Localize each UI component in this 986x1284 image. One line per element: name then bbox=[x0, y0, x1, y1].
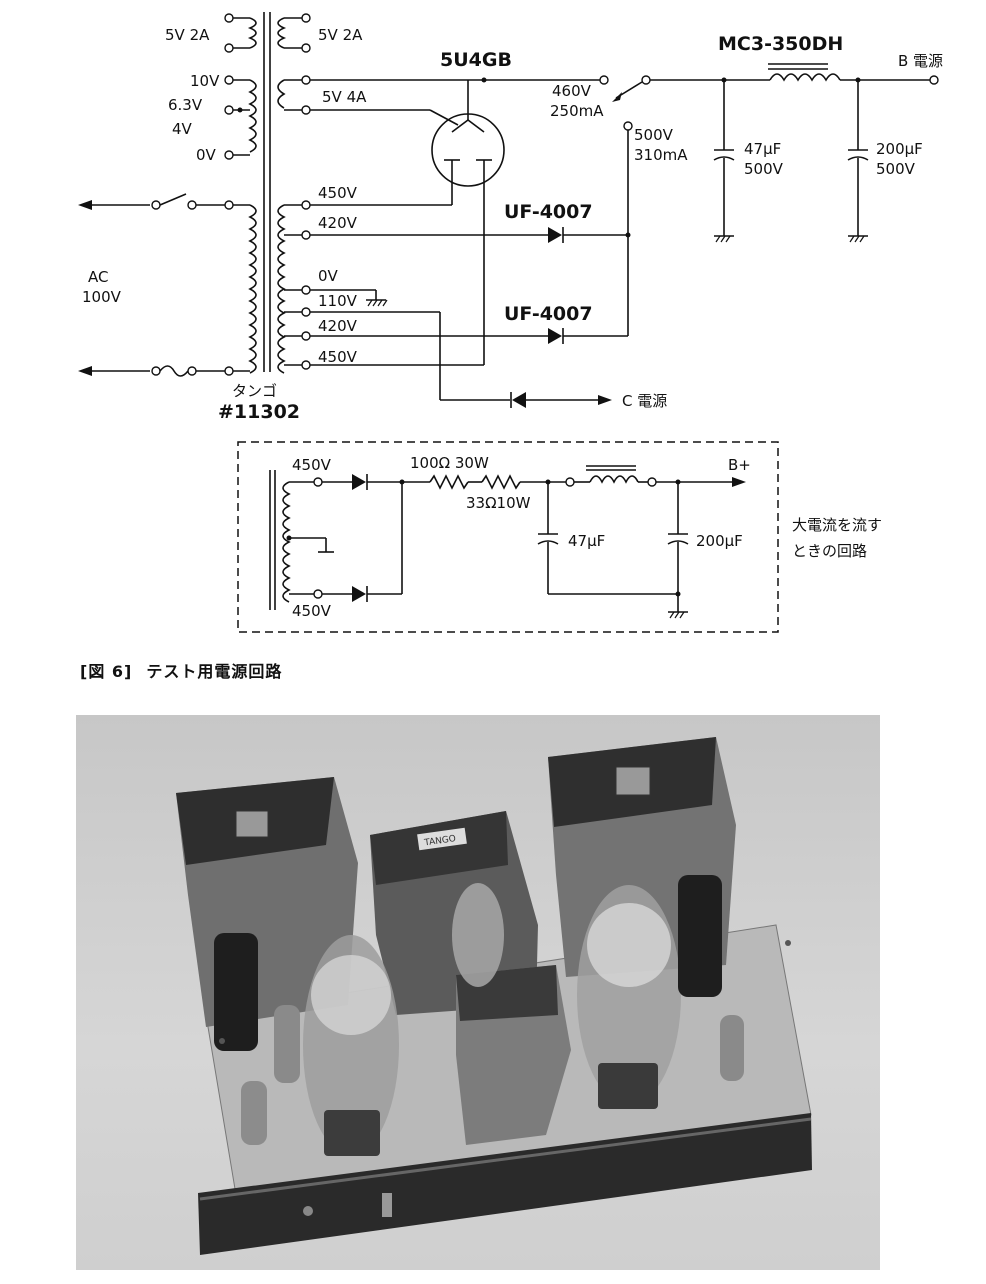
cap-voltage: 500V bbox=[876, 160, 916, 178]
diode-label: UF-4007 bbox=[504, 303, 593, 325]
transformer-badge bbox=[615, 766, 651, 796]
hv-secondary-winding: 450V 420V 0V 110V 420V 450V bbox=[277, 168, 548, 401]
switch-pos1-voltage: 460V bbox=[552, 82, 592, 100]
inset-top-tap: 450V bbox=[292, 456, 332, 474]
cap-value: 200μF bbox=[876, 140, 923, 158]
transformer-core bbox=[263, 12, 271, 372]
tap-label: 110V bbox=[318, 292, 358, 310]
inset-cap2: 200μF bbox=[696, 532, 743, 550]
amplifier-photo-drawing: TANGO bbox=[176, 737, 812, 1255]
inset-res1: 100Ω 30W bbox=[410, 454, 489, 472]
ac-label: AC bbox=[88, 268, 108, 286]
tap-label: 420V bbox=[318, 317, 358, 335]
inset-output: B+ bbox=[728, 456, 751, 474]
figure-title: テスト用電源回路 bbox=[146, 662, 283, 681]
diode-uf4007-top: UF-4007 bbox=[504, 201, 628, 243]
high-current-inset: 450V 450V 100Ω 30W 33Ω10W B+ bbox=[237, 441, 882, 633]
cap-value: 47μF bbox=[744, 140, 781, 158]
primary-winding: AC 100V タンゴ #11302 bbox=[78, 193, 300, 423]
rectifier-heater-winding: 5V 4A bbox=[277, 75, 484, 126]
inset-cap1: 47μF bbox=[568, 532, 605, 550]
choke-label: MC3-350DH bbox=[718, 33, 843, 55]
c-supply-label: C 電源 bbox=[622, 392, 667, 410]
diode-label: UF-4007 bbox=[504, 201, 593, 223]
amplifier-photo: TANGO bbox=[76, 715, 880, 1270]
heater-winding-multi: 10V 6.3V 4V 0V bbox=[168, 72, 257, 164]
b-supply-label: B 電源 bbox=[898, 52, 943, 70]
capacitor bbox=[214, 933, 258, 1051]
capacitor-47uf: 47μF 500V bbox=[713, 80, 784, 243]
switch-pos2-current: 310mA bbox=[634, 146, 688, 164]
tap-label: 420V bbox=[318, 214, 358, 232]
tap-label: 5V 4A bbox=[322, 88, 367, 106]
transformer-maker: タンゴ bbox=[232, 382, 277, 400]
tap-label: 0V bbox=[318, 267, 339, 285]
power-supply-schematic: 5V 2A 5V 2A 10V 6.3V 4V 0V 5V 4A bbox=[78, 12, 943, 633]
heater-winding-right: 5V 2A bbox=[277, 13, 363, 53]
figure-caption: [図 6] テスト用電源回路 bbox=[80, 658, 296, 682]
transformer-badge bbox=[235, 810, 269, 838]
tap-label: 0V bbox=[196, 146, 217, 164]
tap-label: 4V bbox=[172, 120, 193, 138]
inset-res2: 33Ω10W bbox=[466, 494, 531, 512]
tap-label: 5V 2A bbox=[165, 26, 210, 44]
tube-label: 5U4GB bbox=[440, 49, 512, 71]
tap-label: 6.3V bbox=[168, 96, 203, 114]
inset-note-line2: ときの回路 bbox=[792, 542, 867, 560]
inset-bottom-tap: 450V bbox=[292, 602, 332, 620]
tap-label: 5V 2A bbox=[318, 26, 363, 44]
tap-label: 450V bbox=[318, 184, 358, 202]
heater-winding-left: 5V 2A bbox=[165, 13, 257, 53]
figure-number: [図 6] bbox=[80, 662, 133, 681]
transformer-number: #11302 bbox=[218, 401, 300, 423]
front-screw bbox=[303, 1206, 313, 1216]
photo-badge-text: TANGO bbox=[423, 834, 457, 848]
tap-label: 10V bbox=[190, 72, 220, 90]
rectifier-tube-5u4gb: 5U4GB bbox=[431, 49, 600, 187]
capacitor bbox=[678, 875, 722, 997]
toggle-switch bbox=[382, 1193, 392, 1217]
c-supply-diode: C 電源 bbox=[510, 392, 667, 410]
diode-uf4007-bottom: UF-4007 bbox=[504, 303, 628, 344]
inset-note-line1: 大電流を流す bbox=[792, 516, 882, 534]
cap-voltage: 500V bbox=[744, 160, 784, 178]
switch-pos1-current: 250mA bbox=[550, 102, 604, 120]
tap-label: 450V bbox=[318, 348, 358, 366]
capacitor-200uf: 200μF 500V bbox=[847, 80, 923, 243]
choke-mc3-350dh: MC3-350DH B 電源 bbox=[718, 33, 943, 85]
voltage-selector-switch: 460V 250mA 500V 310mA bbox=[550, 75, 770, 164]
switch-pos2-voltage: 500V bbox=[634, 126, 674, 144]
ac-voltage: 100V bbox=[82, 288, 122, 306]
